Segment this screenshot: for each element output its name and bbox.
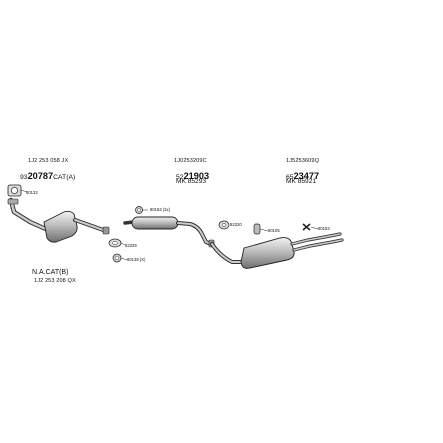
group-1-number: 20787 <box>27 171 54 181</box>
hanger-80105-icon <box>253 223 269 235</box>
group-3-number: 23477 <box>293 171 320 181</box>
group-3-mk: MK 85921 <box>286 178 317 185</box>
group-1-code: 1J2 253 058 JX <box>28 158 69 164</box>
rear-silencer-icon <box>210 232 344 269</box>
label-80133: 80133 <box>26 190 38 195</box>
group-2-number: 21903 <box>183 171 210 181</box>
label-80105: 80105 <box>268 228 280 233</box>
group-2-part-number: 5221903 <box>176 167 209 183</box>
na-cat-label: N.A.CAT(B) <box>32 269 69 276</box>
na-code-label: 1J2 253 208 QX <box>34 278 76 284</box>
group-1-part-number: 9320787CAT(A) <box>20 167 75 183</box>
clamp-80153-icon <box>135 206 148 214</box>
group-3-part-number: 6523477 <box>286 167 319 183</box>
label-82329: 82329 <box>125 243 137 248</box>
gasket-80133-icon <box>7 184 28 197</box>
clamp-80138-icon <box>112 253 128 263</box>
label-80153-2x: 80153 (2x) <box>150 207 171 212</box>
label-80153: 80153 <box>318 226 330 231</box>
group-2-prefix: 52 <box>176 174 184 181</box>
gasket-82329-icon <box>108 238 126 248</box>
group-1-suffix: CAT(A) <box>53 174 76 181</box>
middle-silencer-icon <box>123 216 215 248</box>
group-1-prefix: 93 <box>20 174 28 181</box>
clamp-80153-single-icon <box>302 223 319 231</box>
group-2-mk: MK 85293 <box>176 178 207 185</box>
label-82320: 82320 <box>230 222 242 227</box>
gasket-82320-icon <box>218 220 230 230</box>
label-80138-x: 80138 (X) <box>127 257 146 262</box>
group-2-code: 1J0253209C <box>174 158 207 164</box>
catalytic-converter-icon <box>7 197 110 243</box>
group-3-code: 1J5253609Q <box>286 158 320 164</box>
group-3-prefix: 65 <box>286 174 294 181</box>
